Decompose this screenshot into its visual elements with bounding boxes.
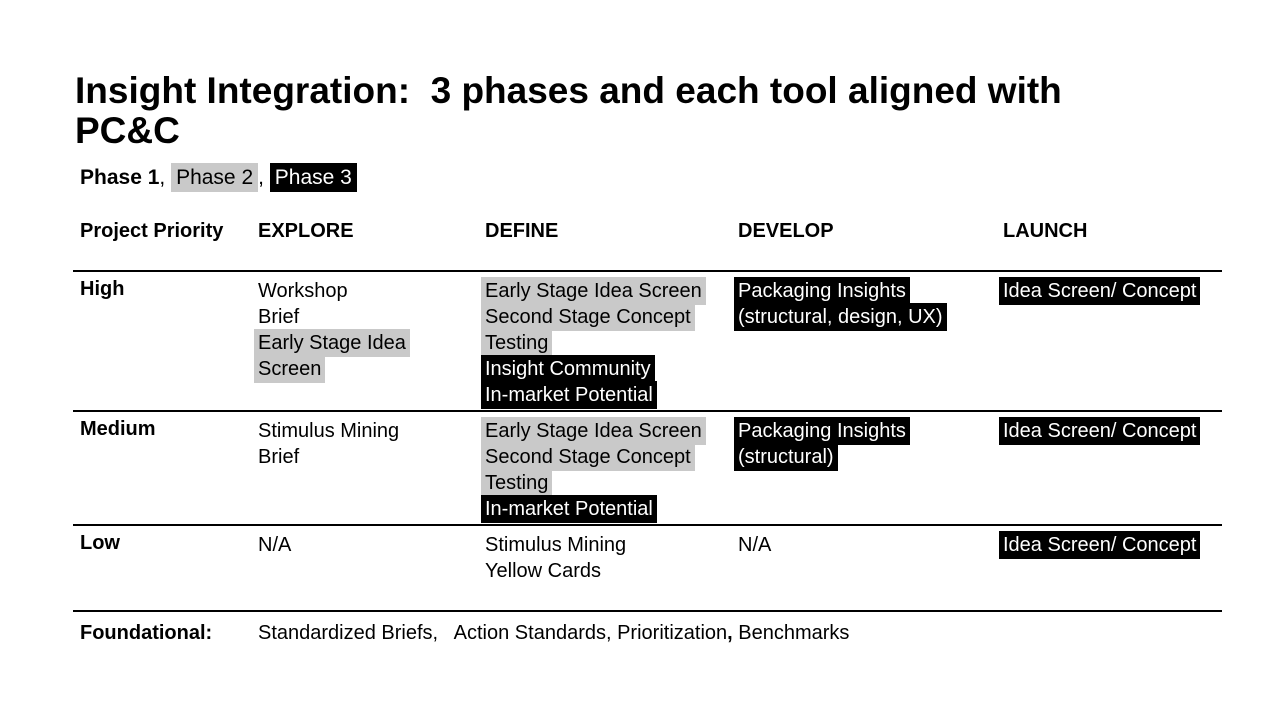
tool-item: N/A bbox=[258, 534, 292, 556]
develop-cell: Packaging Insights (structural) bbox=[734, 412, 1003, 524]
tool-item-highlight: In-market Potential bbox=[481, 495, 657, 523]
tool-item: Insight Community bbox=[481, 355, 726, 383]
tool-item: In-market Potential bbox=[481, 495, 726, 523]
tool-item-highlight: In-market Potential bbox=[481, 381, 657, 409]
foundational-content: Standardized Briefs, Action Standards, P… bbox=[258, 622, 1222, 645]
tool-item-highlight: Second Stage Concept Testing bbox=[481, 303, 695, 357]
foundational-segment: Benchmarks bbox=[732, 622, 850, 644]
launch-cell: Idea Screen/ Concept bbox=[999, 412, 1222, 524]
tool-item: Idea Screen/ Concept bbox=[999, 531, 1210, 559]
legend-segment: Phase 2 bbox=[171, 163, 259, 192]
tool-item-highlight: Packaging Insights (structural) bbox=[734, 417, 910, 471]
legend-segment: Phase 1 bbox=[80, 166, 160, 189]
launch-cell: Idea Screen/ Concept bbox=[999, 526, 1222, 610]
priority-cell: High bbox=[80, 278, 125, 300]
tool-item-highlight: Early Stage Idea Screen bbox=[254, 329, 410, 383]
legend-segment: , bbox=[258, 166, 270, 189]
phase-legend: Phase 1, Phase 2, Phase 3 bbox=[80, 163, 357, 192]
tool-item-highlight: Idea Screen/ Concept bbox=[999, 417, 1201, 445]
tool-item: Second Stage Concept Testing bbox=[481, 303, 726, 357]
column-header-explore: EXPLORE bbox=[258, 220, 354, 242]
tool-item-highlight: Packaging Insights (structural, design, … bbox=[734, 277, 947, 331]
legend-segment: , bbox=[159, 166, 172, 189]
tool-item: Idea Screen/ Concept bbox=[999, 277, 1210, 305]
slide-title: Insight Integration: 3 phases and each t… bbox=[75, 70, 1073, 151]
tool-item: Early Stage Idea Screen bbox=[481, 277, 726, 305]
tool-item: Brief bbox=[258, 306, 300, 328]
column-header-project-priority: Project Priority bbox=[80, 220, 224, 242]
tool-item: Early Stage Idea Screen bbox=[254, 329, 473, 383]
tool-item: Stimulus Mining bbox=[485, 534, 627, 556]
launch-cell: Idea Screen/ Concept bbox=[999, 272, 1222, 410]
tool-item-highlight: Idea Screen/ Concept bbox=[999, 277, 1201, 305]
tool-item: Yellow Cards bbox=[485, 560, 601, 582]
foundational-row: Foundational: Standardized Briefs, Actio… bbox=[73, 610, 1222, 645]
foundational-segment: Standardized Briefs, Action Standards, P… bbox=[258, 622, 728, 644]
tool-item: Workshop bbox=[258, 280, 348, 302]
explore-cell: N/A bbox=[258, 526, 485, 610]
priority-table: Project Priority EXPLORE DEFINE DEVELOP LAUN… bbox=[73, 218, 1222, 645]
priority-cell: Low bbox=[80, 532, 120, 554]
tool-item: Early Stage Idea Screen bbox=[481, 417, 726, 445]
column-header-define: DEFINE bbox=[485, 220, 559, 242]
tool-item: Brief bbox=[258, 446, 300, 468]
tool-item: Idea Screen/ Concept bbox=[999, 417, 1210, 445]
table-header-row: Project Priority EXPLORE DEFINE DEVELOP LAUN… bbox=[73, 218, 1222, 270]
tool-item-highlight: Early Stage Idea Screen bbox=[481, 277, 706, 305]
tool-item: Packaging Insights (structural) bbox=[734, 417, 991, 471]
legend-segment: Phase 3 bbox=[269, 163, 357, 192]
tool-item: Stimulus Mining bbox=[258, 420, 400, 442]
tool-item-highlight: Insight Community bbox=[481, 355, 655, 383]
tool-item: Packaging Insights (structural, design, … bbox=[734, 277, 991, 331]
develop-cell: Packaging Insights (structural, design, … bbox=[734, 272, 1003, 410]
column-header-develop: DEVELOP bbox=[738, 220, 834, 242]
tool-item-highlight: Idea Screen/ Concept bbox=[999, 531, 1201, 559]
tool-item: In-market Potential bbox=[481, 381, 726, 409]
priority-cell: Medium bbox=[80, 418, 156, 440]
tool-item-highlight: Early Stage Idea Screen bbox=[481, 417, 706, 445]
tool-item: Second Stage Concept Testing bbox=[481, 443, 726, 497]
column-header-launch: LAUNCH bbox=[1003, 220, 1088, 242]
foundational-segment: , bbox=[727, 622, 733, 644]
tool-item: N/A bbox=[738, 534, 772, 556]
develop-cell: N/A bbox=[738, 526, 1003, 610]
tool-item-highlight: Second Stage Concept Testing bbox=[481, 443, 695, 497]
foundational-label: Foundational: bbox=[80, 622, 213, 644]
